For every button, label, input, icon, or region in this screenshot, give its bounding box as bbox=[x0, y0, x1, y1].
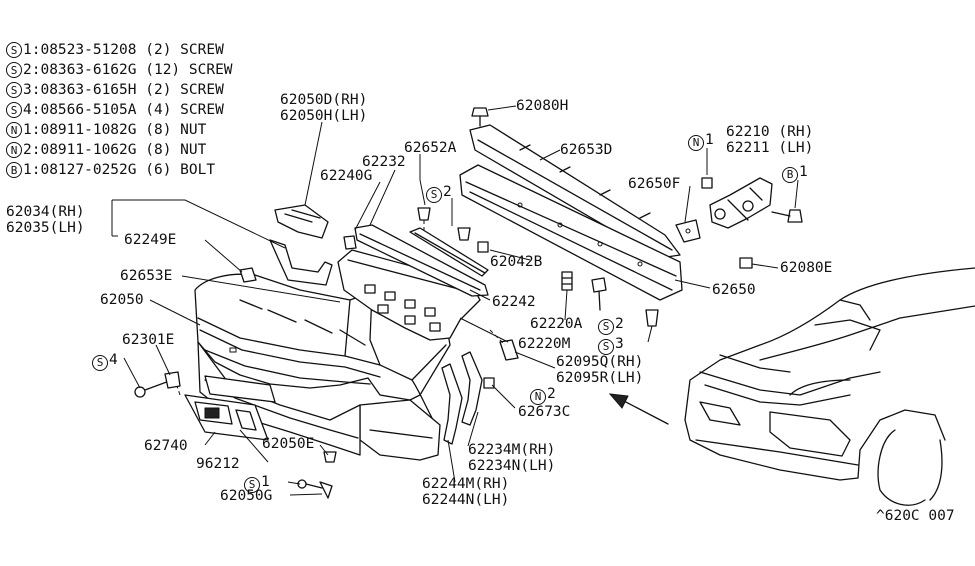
stay-62650f bbox=[675, 219, 701, 243]
callout-62650: 62650 bbox=[712, 282, 756, 298]
retainer-62234m bbox=[461, 351, 483, 426]
leader-lines bbox=[111, 105, 799, 496]
callout-62240g: 62240G bbox=[320, 168, 373, 184]
nut-62249e bbox=[239, 267, 257, 283]
screw-s1 bbox=[297, 479, 333, 499]
cover-96212 bbox=[204, 375, 276, 403]
license-bracket-62740 bbox=[174, 379, 269, 441]
bracket-62210 bbox=[709, 177, 773, 229]
callout-62220a: 62220A bbox=[530, 316, 583, 332]
screw-symbol-icon: S bbox=[598, 338, 614, 355]
car-illustration bbox=[684, 267, 975, 506]
strip-62232 bbox=[354, 224, 489, 297]
clip-62240g bbox=[343, 235, 357, 250]
screw-62220a bbox=[561, 271, 573, 291]
figure-code: ^620C 007 bbox=[876, 508, 955, 524]
callout-62035: 62035(LH) bbox=[6, 220, 85, 236]
bracket-62034 bbox=[269, 239, 333, 286]
reinforcement-62650 bbox=[459, 164, 683, 301]
callout-62653d: 62653D bbox=[560, 142, 613, 158]
callout-62080e: 62080E bbox=[780, 260, 833, 276]
callout-62242: 62242 bbox=[492, 294, 536, 310]
callout-62050e: 62050E bbox=[262, 436, 315, 452]
callout-96212: 96212 bbox=[196, 456, 240, 472]
callout-62050: 62050 bbox=[100, 292, 144, 308]
clip-62080h bbox=[471, 107, 489, 127]
callout-62673c: 62673C bbox=[518, 404, 571, 420]
screw-symbol-icon: S bbox=[244, 476, 260, 493]
screw-symbol-icon: S bbox=[92, 354, 108, 371]
callout-62244m: 62244M(RH) bbox=[422, 476, 510, 492]
bracket-62050d bbox=[274, 204, 329, 239]
callout-62095r: 62095R(LH) bbox=[556, 370, 644, 386]
callout-62050g: 62050G bbox=[220, 488, 273, 504]
callout-62650f: 62650F bbox=[628, 176, 681, 192]
callout-62652a: 62652A bbox=[404, 140, 457, 156]
screw-s2-upper bbox=[417, 207, 471, 241]
callout-62234n: 62234N(LH) bbox=[468, 458, 556, 474]
callout-62034: 62034(RH) bbox=[6, 204, 85, 220]
nut-symbol-icon: N bbox=[688, 134, 704, 151]
nut-62673c bbox=[483, 377, 495, 389]
nut-symbol-icon: N bbox=[6, 122, 22, 138]
screw-s4 bbox=[134, 371, 181, 398]
strip-62242 bbox=[409, 227, 489, 277]
bolt-symbol-icon: B bbox=[6, 162, 22, 178]
screw-symbol-icon: S bbox=[598, 318, 614, 335]
screw-symbol-icon: S bbox=[6, 42, 22, 58]
retainer-62244m bbox=[441, 363, 463, 445]
screw-s3 bbox=[645, 309, 659, 327]
callout-62211: 62211 (LH) bbox=[726, 140, 814, 156]
screw-symbol-icon: S bbox=[6, 62, 22, 78]
callout-62234m: 62234M(RH) bbox=[468, 442, 556, 458]
absorber-62653d bbox=[469, 124, 681, 259]
callout-62095q: 62095Q(RH) bbox=[556, 354, 644, 370]
screw-symbol-icon: S bbox=[6, 102, 22, 118]
nut-symbol-icon: N bbox=[530, 388, 546, 405]
nut-n1-upper bbox=[701, 177, 713, 189]
screw-symbol-icon: S bbox=[6, 82, 22, 98]
callout-62042b: 62042B bbox=[490, 254, 543, 270]
clip-62080e bbox=[739, 257, 753, 269]
screw-s2-middle bbox=[591, 277, 607, 311]
callout-62232: 62232 bbox=[362, 154, 406, 170]
callout-62301e: 62301E bbox=[122, 332, 175, 348]
callout-62249e: 62249E bbox=[124, 232, 177, 248]
callout-62050d: 62050D(RH) bbox=[280, 92, 368, 108]
bolt-symbol-icon: B bbox=[782, 166, 798, 183]
bracket-62095q bbox=[489, 329, 519, 361]
callout-62210: 62210 (RH) bbox=[726, 124, 814, 140]
callout-62050h: 62050H(LH) bbox=[280, 108, 368, 124]
clip-62050e bbox=[323, 451, 337, 463]
nut-symbol-icon: N bbox=[6, 142, 22, 158]
direction-arrow bbox=[608, 393, 669, 425]
callout-62220m: 62220M bbox=[518, 336, 571, 352]
bolt-b1 bbox=[771, 209, 803, 223]
callout-62080h: 62080H bbox=[516, 98, 569, 114]
clip-62042b bbox=[477, 241, 489, 253]
callout-62244n: 62244N(LH) bbox=[422, 492, 510, 508]
callout-62740: 62740 bbox=[144, 438, 188, 454]
callout-62653e: 62653E bbox=[120, 268, 173, 284]
screw-symbol-icon: S bbox=[426, 186, 442, 203]
